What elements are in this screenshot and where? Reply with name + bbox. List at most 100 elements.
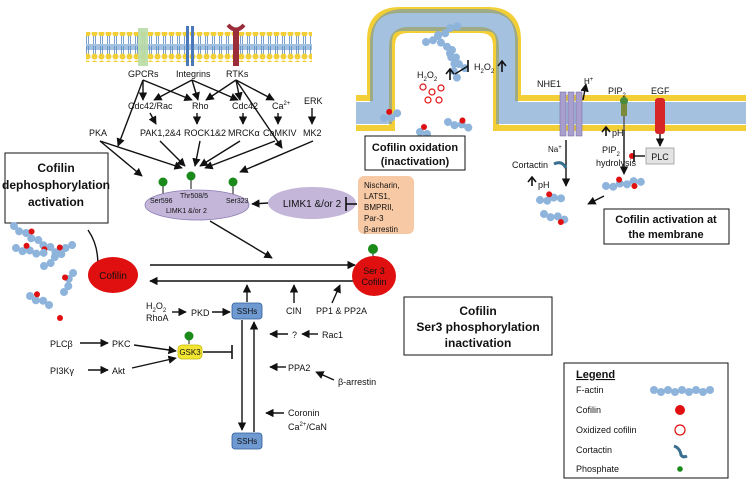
kinase-to-limk-arrows: [99, 140, 314, 177]
oxidized-cofilin-group: [419, 83, 445, 104]
gsk3-label: GSK3: [179, 348, 201, 357]
membrane-box-line-2: the membrane: [628, 229, 703, 241]
limk-label: LIMK1 &/or 2: [283, 199, 342, 210]
unknown-label: ?: [292, 330, 297, 340]
ssh-bottom-label: SSHs: [237, 437, 257, 446]
gpcr-label: GPCRs: [128, 69, 159, 79]
mk2-label: MK2: [303, 128, 322, 138]
ser3-box-line-3: inactivation: [445, 336, 512, 350]
cofilin-phospho: [352, 256, 396, 296]
rtk-label: RTKs: [226, 69, 249, 79]
ser3-box: [403, 296, 553, 356]
ser3-box-line-2: Ser3 phosphorylation: [416, 320, 539, 334]
hplus-label: H+: [584, 77, 594, 86]
limk-to-oval-arrow: [251, 199, 269, 208]
membrane-box: [603, 208, 730, 245]
inhibitor-5: β-arrestin: [364, 225, 398, 234]
ser3-box-line-1: Cofilin: [459, 304, 496, 318]
dephos-line-2: dephosphorylation: [2, 178, 110, 192]
cofilin-active: [88, 257, 138, 293]
dephos-line-3: activation: [28, 195, 84, 209]
oxidation-line-1: Cofilin oxidation: [372, 142, 458, 154]
kinase-arrows: [148, 108, 317, 125]
rhoa-label: RhoA: [146, 313, 169, 323]
legend-box: [563, 362, 729, 479]
coronin-label: Coronin: [288, 408, 320, 418]
h2o2-hump-right: H2O2: [474, 62, 495, 75]
hydrolysis-label: hydrolysis: [596, 158, 637, 168]
legend-factin: F-actin: [576, 385, 604, 395]
egf-receptor-icon: [655, 98, 665, 134]
ph-label-left: pH: [538, 180, 550, 190]
hump-actin: [422, 22, 469, 82]
legend-factin-icon: [650, 386, 714, 396]
legend-oxidized-icon: [674, 424, 686, 436]
legend-cofilin-icon: [675, 405, 685, 415]
ssh-bottom: [231, 432, 263, 450]
integrin-label: Integrins: [176, 69, 211, 79]
pkc-label: PKC: [112, 339, 131, 349]
h2o2-label: H2O2: [146, 301, 167, 314]
rho-label: Rho: [192, 101, 209, 111]
h2o2-hump-left: H2O2: [417, 70, 438, 83]
inhibitor-2: LATS1,: [364, 192, 390, 201]
rtk-receptor-icon: [226, 23, 246, 66]
legend-title: Legend: [576, 369, 615, 381]
phosphate-pins: [158, 171, 238, 195]
barrestin-label: β-arrestin: [338, 377, 376, 387]
cofilin-active-label: Cofilin: [99, 271, 127, 282]
integrin-receptor-icon: [186, 26, 194, 66]
receptor-arrows: [116, 79, 283, 149]
ssh-top: [231, 302, 263, 320]
inhibitor-1: Nischarin,: [364, 181, 400, 190]
legend-cofilin: Cofilin: [576, 405, 601, 415]
oxidation-line-2: (inactivation): [381, 156, 450, 168]
up-arrow-icon: [601, 125, 611, 136]
rac1-label: Rac1: [322, 330, 343, 340]
camkiv-label: CaMKIV: [263, 128, 297, 138]
ser3-phosphate: [368, 244, 378, 254]
ser323-label: Ser323: [226, 198, 249, 205]
plcb-label: PLCβ: [50, 339, 73, 349]
thr508-label: Thr508/5: [180, 193, 208, 200]
left-membrane: [86, 32, 312, 62]
nhe1-transporter: [559, 91, 583, 137]
membrane-box-line-1: Cofilin activation at: [615, 214, 717, 226]
pip2-label: PIP2: [608, 86, 627, 99]
egf-label: EGF: [651, 86, 670, 96]
dephos-line-1: Cofilin: [37, 161, 74, 175]
gpcr-receptor-icon: [138, 28, 148, 66]
mrck-label: MRCKα: [228, 128, 260, 138]
cin-label: CIN: [286, 306, 302, 316]
up-arrow-icon: [527, 175, 537, 186]
pak-label: PAK1,2&4: [140, 128, 181, 138]
limk-phospho-oval: [144, 189, 250, 221]
limk-to-cofilin-arrow: [209, 220, 273, 259]
pi3k-label: PI3Kγ: [50, 366, 75, 376]
ser3-label-2: Cofilin: [361, 277, 386, 287]
legend-cortactin-icon: [673, 444, 688, 459]
ser596-label: Ser596: [150, 198, 173, 205]
hump-small-actin: [380, 108, 473, 138]
ph-label-right: pH: [612, 128, 624, 138]
nhe1-label: NHE1: [537, 79, 561, 89]
pka-label: PKA: [89, 128, 107, 138]
legend-phosphate-icon: [677, 466, 683, 472]
legend-cortactin: Cortactin: [576, 445, 612, 455]
ser3-label-1: Ser 3: [363, 266, 385, 276]
dephos-box: [4, 152, 109, 224]
cdc42-rac-label: Cdc42/Rac: [128, 101, 173, 111]
pip2-hydrolysis-label: PIP2: [602, 145, 621, 158]
ca-can-label: Ca2+/CaN: [288, 422, 327, 432]
akt-label: Akt: [112, 366, 126, 376]
plc-label: PLC: [651, 152, 669, 162]
pkd-label: PKD: [191, 308, 210, 318]
up-arrow-icon: [497, 59, 507, 72]
legend-phosphate: Phosphate: [576, 464, 619, 474]
legend-oxidized: Oxidized cofilin: [576, 425, 637, 435]
pp-label: PP1 & PP2A: [316, 306, 367, 316]
cortactin-icon: [553, 161, 568, 169]
plc-box: [645, 147, 675, 165]
pip2-icon: [620, 97, 628, 130]
